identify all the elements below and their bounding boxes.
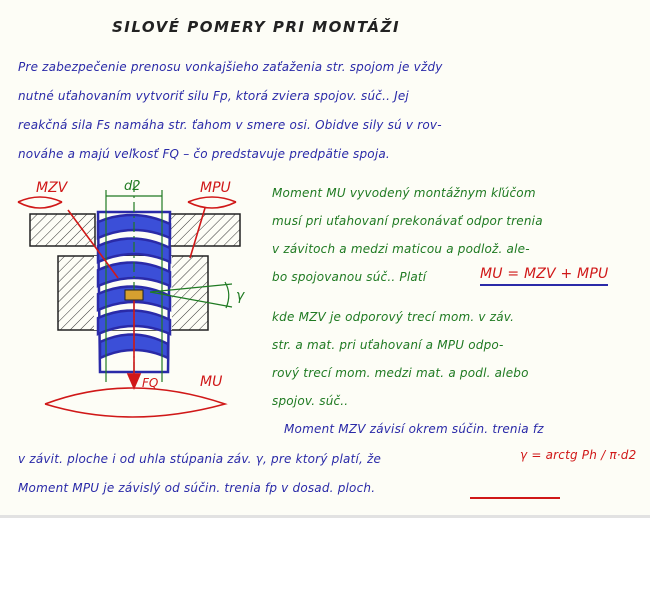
- red-underline: [470, 497, 560, 499]
- where-line-4: spojov. súč..: [272, 394, 349, 408]
- intro-line-1: Pre zabezpečenie prenosu vonkajšieho zať…: [18, 60, 443, 74]
- formula-main: MU = MZV + MPU: [480, 266, 609, 286]
- right-text-line-1: Moment MU vyvodený montážnym kľúčom: [272, 186, 536, 200]
- intro-line-2: nutné uťahovaním vytvoriť silu Fp, ktorá…: [18, 89, 409, 103]
- label-mu: MU: [200, 374, 222, 390]
- where-line-1: kde MZV je odporový trecí mom. v záv.: [272, 310, 515, 324]
- label-mzv: MZV: [36, 180, 69, 196]
- dimension-lines: [105, 182, 233, 387]
- bottom-line-2: Moment MPU je závislý od súčin. trenia f…: [18, 481, 376, 495]
- moment-line: Moment MZV závisí okrem súčin. trenia fz: [284, 422, 544, 436]
- bottom-line-1: v závit. ploche i od uhla stúpania záv. …: [18, 452, 382, 466]
- handwritten-page: SILOVÉ POMERY PRI MONTÁŽI Pre zabezpečen…: [0, 18, 650, 518]
- plate: [29, 213, 241, 247]
- force-lines: [17, 196, 237, 418]
- label-d2: d2: [124, 179, 141, 194]
- label-fq: FQ: [142, 376, 158, 390]
- formula-gamma: γ = arctg Ph / π·d2: [520, 448, 637, 462]
- right-text-line-3: v závitoch a medzi maticou a podlož. ale…: [272, 242, 530, 256]
- where-line-3: rový trecí mom. medzi mat. a podl. alebo: [272, 366, 529, 380]
- label-mpu: MPU: [200, 180, 231, 196]
- page-title: SILOVÉ POMERY PRI MONTÁŽI: [112, 18, 401, 36]
- where-line-2: str. a mat. pri uťahovaní a MPU odpo-: [272, 338, 504, 352]
- bolt-nut-diagram: MZV MPU d2 γ FQ MU: [17, 179, 245, 418]
- intro-line-3: reakčná sila Fs namáha str. ťahom v smer…: [18, 118, 442, 132]
- right-text-line-4: bo spojovanou súč.. Platí: [272, 270, 427, 284]
- intro-line-4: nováhe a majú veľkosť FQ – čo predstavuj…: [18, 147, 390, 161]
- label-gamma: γ: [236, 288, 245, 304]
- right-text-line-2: musí pri uťahovaní prekonávať odpor tren…: [272, 214, 543, 228]
